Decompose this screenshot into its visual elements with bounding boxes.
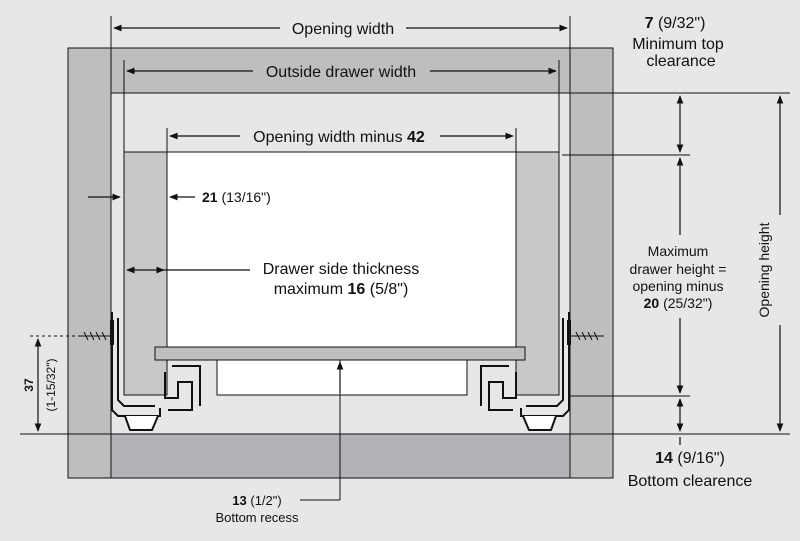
label-top-clearance-line1: Minimum top [632,36,724,53]
runner-right [480,312,571,431]
label-side-thickness-value: 16 [347,281,365,298]
label-opening-width-minus: Opening width minus 42 [253,129,425,146]
drawer-box [166,151,517,348]
label-top-clearance-dim: 7 (9/32") [645,15,706,32]
label-top-clearance-line2: clearance [646,53,715,70]
label-bottom-clearance-imperial: (9/16") [677,450,724,467]
label-bottom-clearance-value: 14 [655,450,673,467]
cabinet-right-wall [569,47,614,479]
screw-icon-left [80,331,111,341]
label-opening-width-minus-text: Opening width minus [253,129,402,146]
label-bottom-recess-value: 13 [232,493,246,508]
label-max-height-line3: opening minus [632,278,723,294]
label-side-thickness-text: maximum [274,281,343,298]
label-side-thickness-line2: maximum 16 (5/8") [274,281,409,298]
label-mount-height-imperial: (1-15/32") [44,359,58,412]
label-bottom-recess-text: Bottom recess [215,510,299,525]
label-outside-drawer-width: Outside drawer width [266,64,416,81]
drawer-bottom-recess-box [216,359,468,396]
cabinet-left-wall [67,47,112,479]
label-bottom-recess-dim: 13 (1/2") [232,493,281,508]
label-bottom-recess-imperial: (1/2") [250,493,281,508]
label-side-thickness-line1: Drawer side thickness [263,261,420,278]
label-max-height-imperial: (25/32") [663,295,712,311]
label-max-height-value: 20 [644,295,660,311]
label-mount-height-value: 37 [22,378,36,392]
screw-icon-right [570,331,604,341]
label-opening-width-minus-value: 42 [407,129,425,146]
label-max-height-line1: Maximum [648,243,709,259]
label-side-gap: 21 (13/16") [202,189,271,205]
label-opening-height: Opening height [756,222,772,317]
drawer-bottom-board [154,346,526,361]
label-side-gap-imperial: (13/16") [221,189,270,205]
label-max-height-line2: drawer height = [630,261,727,277]
label-bottom-clearance-dim: 14 (9/16") [655,450,725,467]
label-top-clearance-imperial: (9/32") [658,15,705,32]
label-top-clearance-value: 7 [645,15,654,32]
label-max-height-line4: 20 (25/32") [644,295,713,311]
label-bottom-clearance-text: Bottom clearence [628,473,753,490]
label-side-gap-value: 21 [202,189,218,205]
label-side-thickness-imperial: (5/8") [370,281,409,298]
dimension-arrows [34,24,784,445]
label-opening-width: Opening width [292,21,394,38]
runner-left [110,312,201,431]
